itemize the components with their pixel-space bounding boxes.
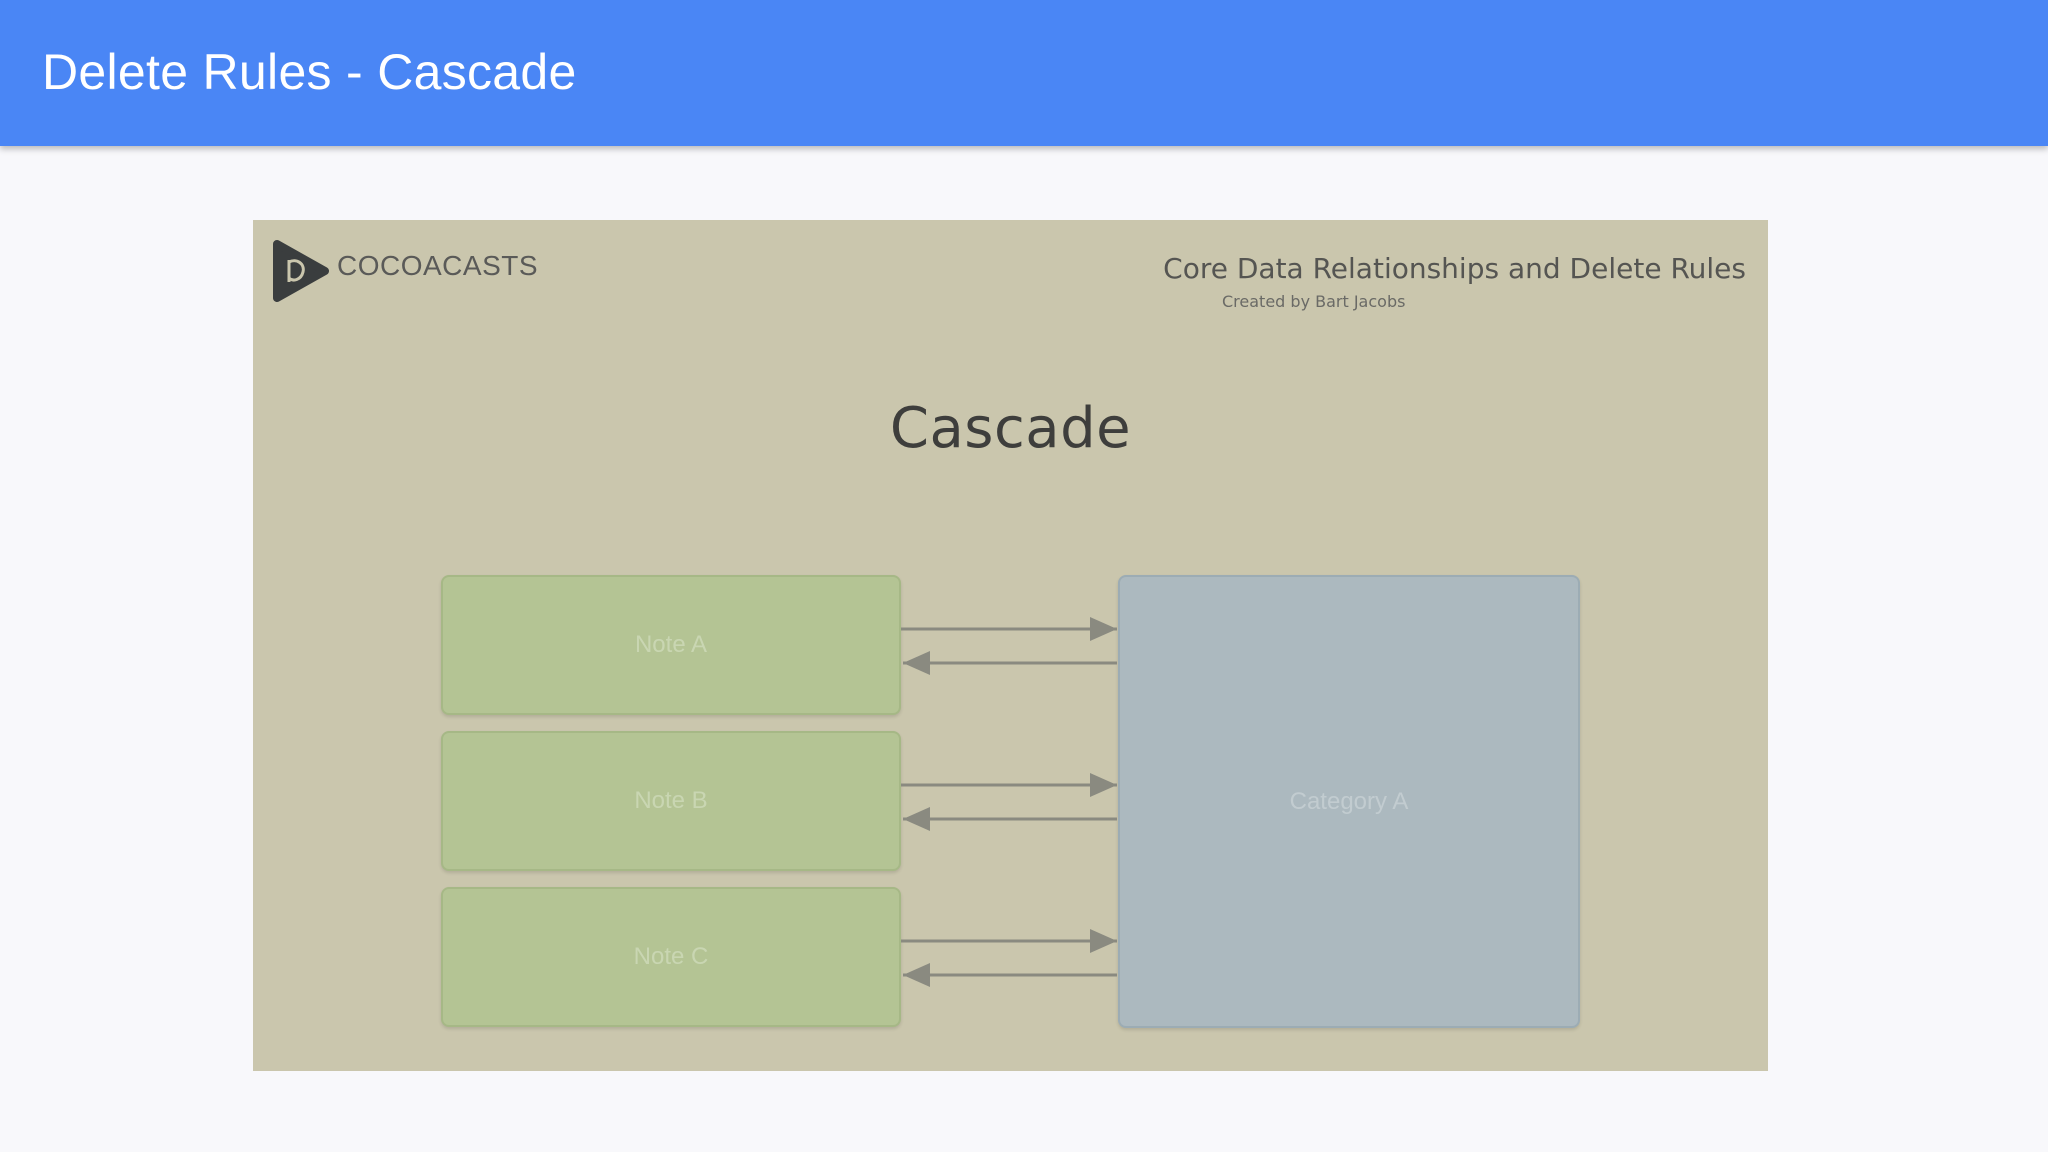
note-a-box: Note A bbox=[441, 575, 901, 715]
app-header: Delete Rules - Cascade bbox=[0, 0, 2048, 146]
relationship-arrows bbox=[901, 617, 1117, 987]
category-a-box: Category A bbox=[1118, 575, 1580, 1028]
note-c-box: Note C bbox=[441, 887, 901, 1027]
course-author: Created by Bart Jacobs bbox=[1222, 292, 1406, 311]
slide-title: Cascade bbox=[889, 396, 1132, 461]
page-title: Delete Rules - Cascade bbox=[42, 44, 577, 100]
cocoacasts-logo-icon bbox=[273, 240, 329, 302]
course-title: Core Data Relationships and Delete Rules bbox=[1163, 252, 1746, 285]
slide-image: COCOACASTS Core Data Relationships and D… bbox=[253, 220, 1768, 1071]
note-b-box: Note B bbox=[441, 731, 901, 871]
brand-name: COCOACASTS bbox=[337, 250, 539, 281]
